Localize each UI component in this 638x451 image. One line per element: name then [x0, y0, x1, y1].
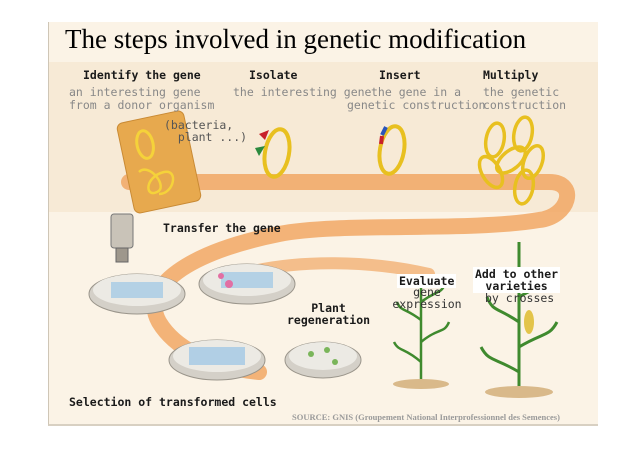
donor-plasmid	[135, 129, 155, 160]
step-multiply-text-1: the genetic	[483, 85, 560, 99]
gene-fragment-green	[255, 146, 265, 156]
mature-corn-plant	[479, 242, 559, 398]
step-identify-text-2: from a donor organism	[69, 98, 215, 112]
step-multiply-heading: Multiply	[483, 68, 539, 82]
flow-path	[121, 174, 576, 380]
petri-dish-4	[284, 341, 362, 379]
gene-gun	[110, 213, 134, 249]
step-evaluate-heading: Evaluate	[397, 274, 457, 288]
step-isolate-text: the interesting gene	[233, 85, 372, 99]
source-credit: SOURCE: GNIS (Groupement National Interp…	[292, 412, 560, 422]
step-insert-text-2: genetic construction	[347, 98, 486, 112]
young-corn-plant	[392, 282, 451, 389]
process-illustration	[49, 62, 598, 398]
diagram-slide: The steps involved in genetic modificati…	[48, 22, 598, 426]
step-isolate-heading: Isolate	[249, 68, 298, 82]
step-regeneration-heading: Plant regeneration	[287, 301, 371, 327]
multiplied-plasmids	[477, 115, 546, 206]
petri-dish-3	[168, 339, 266, 381]
step-varieties-text: by crosses	[485, 291, 555, 305]
step-insert-text-1: the gene in a	[371, 85, 462, 99]
step-multiply-text-2: construction	[483, 98, 567, 112]
step-evaluate-text-2: expression	[392, 297, 462, 311]
step-transfer-heading: Transfer the gene	[163, 221, 281, 235]
step-identify-note: (bacteria, plant ...)	[164, 118, 248, 144]
step-selection-heading: Selection of transformed cells	[69, 395, 277, 409]
donor-dna-tangle	[138, 168, 175, 196]
petri-dish-2	[198, 263, 296, 305]
isolate-plasmid	[262, 127, 292, 179]
step-identify-heading: Identify the gene	[83, 68, 201, 82]
step-identify-text-1: an interesting gene	[69, 85, 201, 99]
step-varieties-heading: Add to other varieties	[473, 267, 561, 293]
gene-fragment-red	[259, 130, 269, 140]
insert-plasmid	[377, 124, 407, 176]
step-insert-heading: Insert	[379, 68, 421, 82]
page-title: The steps involved in genetic modificati…	[65, 24, 527, 54]
petri-dish-1	[88, 273, 186, 315]
step-evaluate-text-1: gene	[413, 285, 441, 299]
